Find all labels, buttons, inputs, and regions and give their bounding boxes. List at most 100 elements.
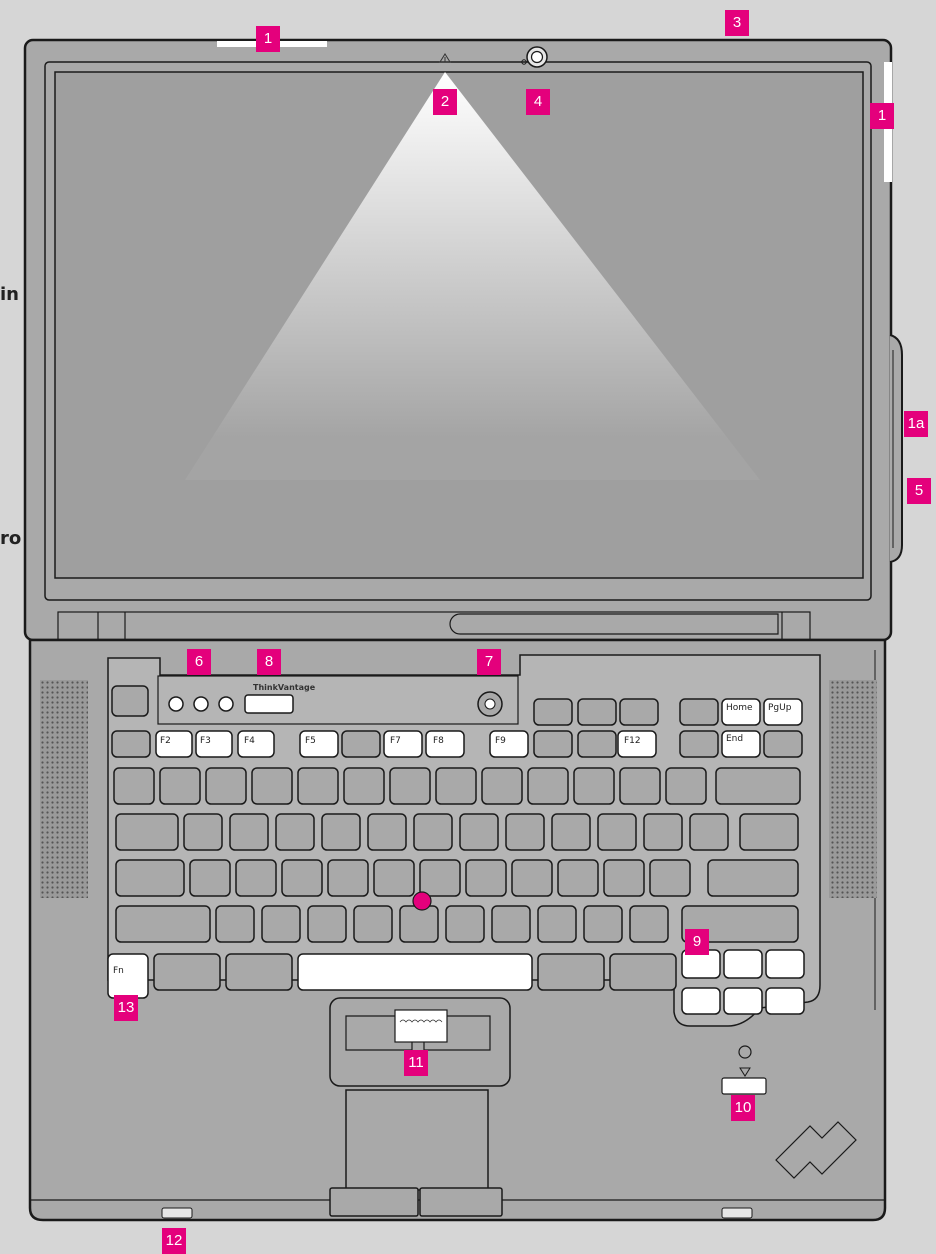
keyboard-key [528,768,568,804]
keyboard-key [506,814,544,850]
keyboard-key [374,860,414,896]
keyboard-key [716,768,800,804]
keyboard-key [578,731,616,757]
key-down [724,988,762,1014]
keyboard-key [482,768,522,804]
power-button [478,692,502,716]
keyboard-key [538,906,576,942]
key-f8-label: F8 [433,736,444,746]
keyboard-key [512,860,552,896]
keyboard-key [584,906,622,942]
callout-13: 13 [114,995,138,1021]
keyboard-key [574,768,614,804]
keyboard-key [160,768,200,804]
keyboard-key [604,860,644,896]
key-f3-label: F3 [200,736,211,746]
keyboard-key [368,814,406,850]
key-f7-label: F7 [390,736,401,746]
keyboard-key [116,814,178,850]
keyboard-key [426,731,464,757]
keyboard-key [610,954,676,990]
keyboard-key [644,814,682,850]
callout-10: 10 [731,1095,755,1121]
trackpoint [413,892,431,910]
touchpad-button-left [330,1188,418,1216]
key-fn [108,954,148,998]
keyboard-key [666,768,706,804]
keyboard-key [620,699,658,725]
keyboard-key [740,814,798,850]
keyboard-key [328,860,368,896]
keyboard-key [216,906,254,942]
keyboard-key [298,768,338,804]
key-f5-label: F5 [305,736,316,746]
callout-1-top: 1 [256,26,280,52]
keyboard-key [414,814,452,850]
keyboard-key [436,768,476,804]
key-browser-forward [766,950,804,978]
keyboard-key [764,731,802,757]
display-lid [25,40,902,640]
keyboard-key [308,906,346,942]
key-home-label: Home [726,703,753,713]
keyboard-key [446,906,484,942]
keyboard-key [252,768,292,804]
key-right [766,988,804,1014]
keyboard-key [116,906,210,942]
key-esc [112,686,148,716]
keyboard-key [708,860,798,896]
keyboard-key [230,814,268,850]
key-fn-label: Fn [113,966,124,976]
keyboard-key [276,814,314,850]
touchpad-button-right [420,1188,502,1216]
keyboard-key [460,814,498,850]
keyboard-key [690,814,728,850]
side-text-bottom: ro [0,528,21,549]
callout-11: 11 [404,1050,428,1076]
keyboard-key [206,768,246,804]
speaker-left [40,680,88,898]
keyboard-key [114,768,154,804]
keyboard-key [322,814,360,850]
callout-1-right: 1 [870,103,894,129]
callout-6: 6 [187,649,211,675]
fingerprint-reader [395,1010,447,1042]
callout-8: 8 [257,649,281,675]
speaker-right [829,680,877,898]
touchpad [346,1090,488,1190]
keyboard-key [236,860,276,896]
key-pgup-label: PgUp [768,703,791,713]
keyboard-key [558,860,598,896]
callout-2: 2 [433,89,457,115]
callout-5: 5 [907,478,931,504]
callout-9: 9 [685,929,709,955]
keyboard-key [620,768,660,804]
side-text-top: in [0,284,19,305]
keyboard-key [630,906,668,942]
keyboard-key [226,954,292,990]
callout-1a: 1a [904,411,928,437]
keyboard-key [154,954,220,990]
keyboard-key [466,860,506,896]
thinkvantage-label: ThinkVantage [253,683,315,692]
keyboard-key [344,768,384,804]
key-f12-label: F12 [624,736,641,746]
keyboard-key [680,699,718,725]
key-up [724,950,762,978]
keyboard-key [538,954,604,990]
keyboard-key [282,860,322,896]
callout-3: 3 [725,10,749,36]
keyboard-key [342,731,380,757]
keyboard-key [400,906,438,942]
key-left [682,988,720,1014]
keyboard-key [354,906,392,942]
callout-7: 7 [477,649,501,675]
keyboard-key [578,699,616,725]
wireless-switch [722,1078,766,1094]
key-f9-label: F9 [495,736,506,746]
key-end-label: End [726,734,743,744]
key-space [298,954,532,990]
callout-4: 4 [526,89,550,115]
key-f2-label: F2 [160,736,171,746]
